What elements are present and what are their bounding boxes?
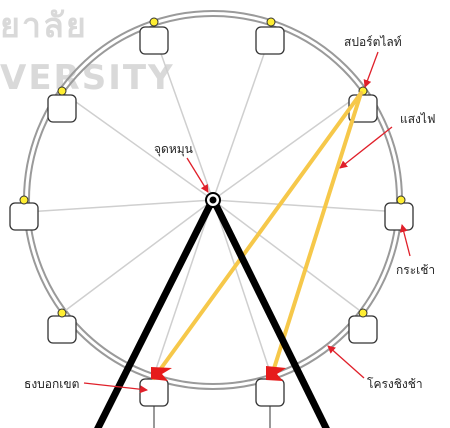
cabin (256, 27, 284, 54)
spoke (154, 34, 213, 200)
spotlight-dot (150, 18, 158, 26)
arrow-wheel-frame (328, 346, 364, 378)
spoke (213, 34, 271, 200)
label-marker-flag: ธงบอกเขต (24, 377, 79, 391)
label-cabin: กระเช้า (396, 263, 435, 277)
cabin (140, 27, 168, 54)
spotlight-dot (359, 309, 367, 317)
cabin (256, 379, 284, 406)
light-beam (271, 93, 361, 378)
cabin (10, 203, 38, 230)
cabin (48, 316, 76, 343)
cabin-hangers (154, 406, 270, 428)
spoke (154, 200, 213, 375)
spotlight-dot (58, 309, 66, 317)
cabin (349, 316, 377, 343)
spotlight-dot (58, 87, 66, 95)
spoke (213, 200, 363, 313)
cabin (140, 379, 168, 406)
spoke (26, 200, 213, 212)
pivot-hub (206, 193, 220, 207)
spoke (62, 200, 213, 313)
spotlight-dot (397, 196, 405, 204)
spoke (213, 92, 363, 200)
cabin (385, 203, 413, 230)
label-pivot: จุดหมุน (154, 142, 193, 157)
spotlight-dot (267, 18, 275, 26)
spotlight-dot (20, 196, 28, 204)
cabin (48, 95, 76, 122)
spotlights (20, 18, 405, 317)
arrow-spotlight (365, 52, 378, 87)
label-spotlight: สปอร์ตไลท์ (344, 35, 402, 49)
flag-icon (266, 366, 286, 381)
label-wheel-frame: โครงชิงช้า (367, 377, 423, 391)
spoke (213, 200, 400, 212)
label-light-beam: แสงไฟ (400, 112, 435, 126)
